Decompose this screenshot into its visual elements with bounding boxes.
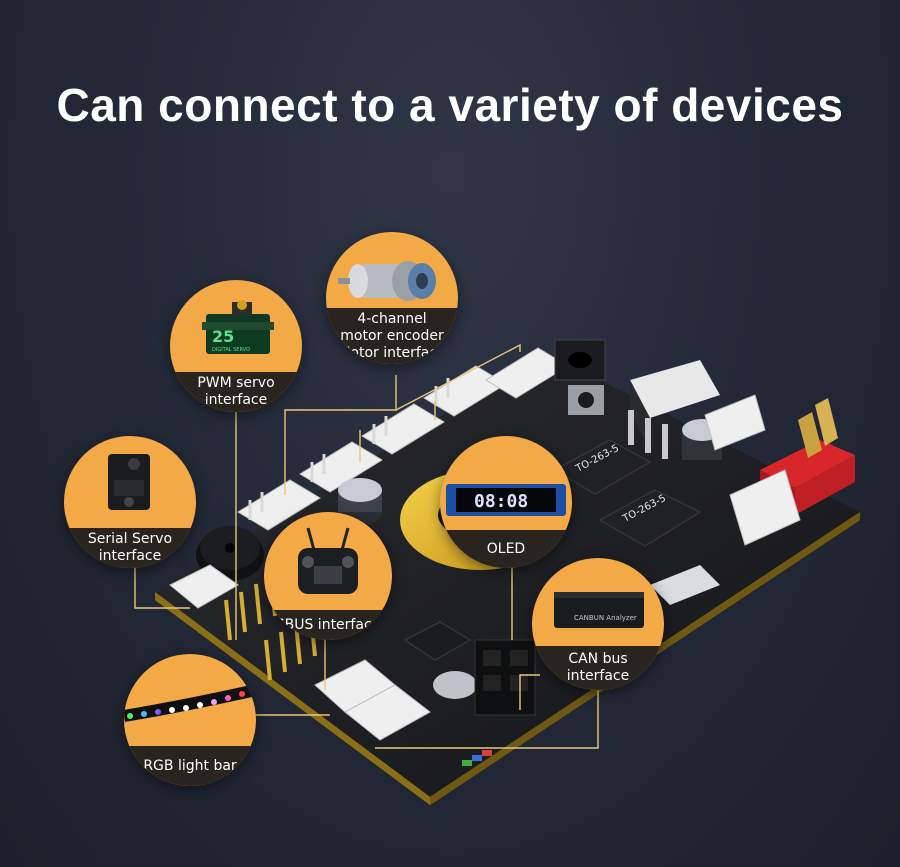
serial-servo-connector	[169, 564, 239, 609]
rgb-connector	[314, 659, 431, 741]
callout-label-line: Motor interface	[338, 344, 446, 361]
motor-interface-callout: 4-channel motor encoder Motor interface	[326, 232, 458, 364]
serial-servo-callout: Serial Servo interface	[64, 436, 196, 568]
callout-label-line: PWM servo	[197, 375, 275, 391]
ic-chip	[404, 621, 471, 661]
callout-label-line: interface	[204, 392, 268, 408]
status-leds	[462, 750, 492, 766]
remote-controller-icon	[298, 527, 358, 594]
callout-label-line: Serial Servo	[87, 531, 173, 547]
oled-readout: 08:08	[474, 491, 528, 512]
power-chip: TO-263-5	[598, 489, 702, 547]
servo-icon: 25 DIGITAL SERVO	[202, 300, 274, 354]
page-title: Can connect to a variety of devices	[56, 79, 844, 131]
push-button	[568, 385, 604, 415]
sbus-callout: SBUS interface	[264, 512, 392, 640]
motor-connectors	[237, 347, 569, 531]
callout-label-line: CAN bus	[568, 651, 628, 667]
pwm-servo-callout: 25 DIGITAL SERVO PWM servo interface	[170, 280, 302, 412]
power-connector	[704, 394, 801, 546]
callout-label-line: 4-channel	[357, 310, 427, 327]
callout-label-line: interface	[566, 668, 630, 684]
rgb-light-bar-callout: RGB light bar	[124, 654, 256, 786]
callout-label-line: interface	[98, 548, 162, 564]
can-analyzer-icon: CANBUN Analyzer	[554, 592, 644, 628]
oled-display-icon: 08:08	[446, 484, 566, 516]
callout-label-line: OLED	[486, 540, 526, 557]
crystal-oscillator	[433, 671, 477, 699]
can-bus-connector	[474, 639, 536, 716]
servo-text: DIGITAL SERVO	[212, 347, 250, 353]
usb-port	[650, 565, 720, 605]
leader-lines	[134, 343, 599, 749]
rgb-strip-icon	[124, 684, 256, 722]
dc-power-jack	[554, 339, 606, 381]
voltage-regulator	[628, 360, 720, 459]
serial-servo-icon	[108, 454, 150, 510]
can-device-text: CANBUN Analyzer	[574, 614, 637, 622]
motor-icon	[338, 261, 436, 301]
callout-label-line: motor encoder	[340, 327, 444, 344]
can-bus-callout: CANBUN Analyzer CAN bus interface	[532, 558, 664, 690]
servo-number: 25	[212, 327, 234, 346]
connector-pins	[248, 378, 450, 520]
oled-callout: 08:08 OLED	[440, 436, 572, 568]
callout-label-line: SBUS interface	[275, 616, 381, 633]
callout-label-line: RGB light bar	[143, 757, 237, 774]
